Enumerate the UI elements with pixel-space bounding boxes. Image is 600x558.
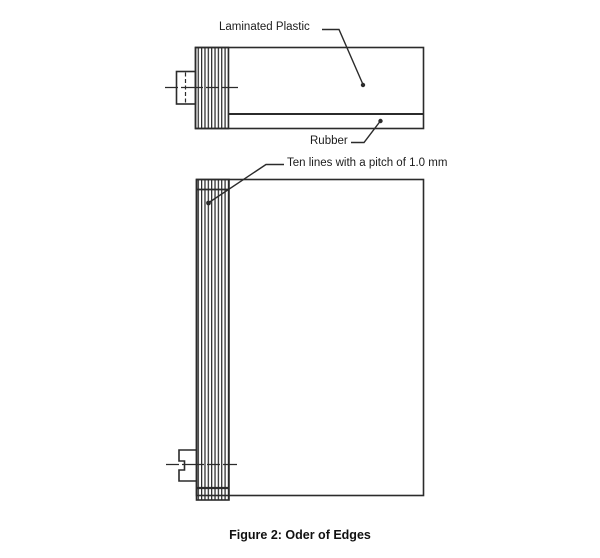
ten-lines-leader-line <box>208 163 284 204</box>
laminated-plastic-leader-line <box>322 28 364 85</box>
ten-lines-leader-dot <box>206 200 211 206</box>
laminated-plastic-leader-dot <box>360 82 366 88</box>
callout-leaders <box>206 28 383 206</box>
rubber-label: Rubber <box>310 135 348 147</box>
ten-lines-label: Ten lines with a pitch of 1.0 mm <box>287 157 448 169</box>
rubber-leader-line <box>351 121 381 144</box>
figure-caption: Figure 2: Oder of Edges <box>229 528 371 542</box>
face-view-body-outline <box>195 178 425 497</box>
side-view-drawing <box>165 46 425 130</box>
face-view-terminal-tab <box>178 449 197 482</box>
face-view-drawing <box>166 178 425 501</box>
rubber-leader-dot <box>378 118 383 124</box>
face-view-ten-line-hatch <box>195 178 230 501</box>
laminated-plastic-label: Laminated Plastic <box>219 21 310 33</box>
